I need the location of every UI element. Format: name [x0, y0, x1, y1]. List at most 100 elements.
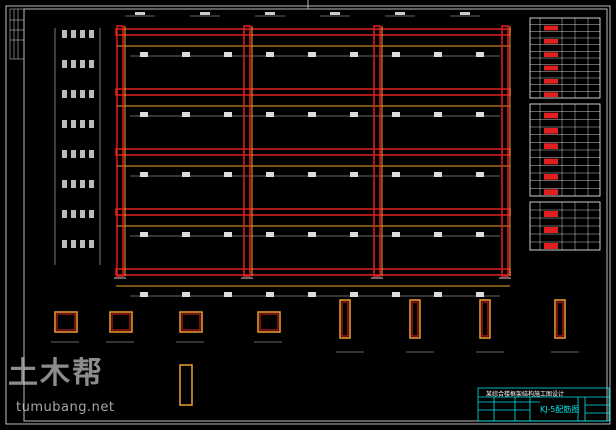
- rebar-label: [224, 112, 232, 117]
- rebar-label: [224, 172, 232, 177]
- rebar-shape: [544, 25, 558, 31]
- column-section-schedule: [54, 28, 101, 265]
- column-section-mark: [89, 120, 94, 128]
- rebar-label: [140, 112, 148, 117]
- rebar-label: [476, 232, 484, 237]
- column-section-mark: [89, 90, 94, 98]
- rebar-label: [350, 112, 358, 117]
- column-section-mark: [62, 90, 67, 98]
- rebar-label: [392, 112, 400, 117]
- rebar-label: [308, 292, 316, 297]
- dimension-text: [135, 12, 145, 15]
- column-section-mark: [71, 30, 76, 38]
- rebar-label: [224, 52, 232, 57]
- section-outline: [409, 299, 421, 339]
- rebar-label: [140, 232, 148, 237]
- title-block-project-title: 某综合楼框架结构施工图设计: [486, 391, 565, 398]
- rebar-shape: [544, 79, 558, 84]
- watermark: 土木帮 tumubang.net: [8, 348, 114, 415]
- column-section-mark: [89, 180, 94, 188]
- rebar-label: [434, 172, 442, 177]
- section-stirrup: [411, 301, 419, 337]
- column-section-mark: [62, 30, 67, 38]
- rebar-label: [140, 52, 148, 57]
- section-stirrup: [111, 313, 131, 331]
- rebar-label: [476, 172, 484, 177]
- column: [501, 25, 509, 277]
- rebar-shape: [544, 65, 558, 71]
- left-revision-strip: [9, 8, 25, 60]
- rebar-label: [308, 112, 316, 117]
- rebar-label: [476, 112, 484, 117]
- rebar-label: [182, 112, 190, 117]
- section-stirrup: [341, 301, 349, 337]
- rebar-label: [266, 52, 274, 57]
- column-section-mark: [71, 210, 76, 218]
- rebar-label: [434, 232, 442, 237]
- rebar-label: [350, 172, 358, 177]
- section-outline: [479, 299, 491, 339]
- column-section-mark: [80, 240, 85, 248]
- rebar-shape: [544, 174, 558, 180]
- watermark-url: tumubang.net: [16, 400, 115, 415]
- column-section-mark: [80, 90, 85, 98]
- rebar-label: [182, 232, 190, 237]
- column-section-mark: [80, 210, 85, 218]
- rebar-label: [182, 52, 190, 57]
- section-outline: [109, 311, 133, 333]
- beam: [115, 88, 511, 96]
- column-section-mark: [71, 240, 76, 248]
- column: [116, 25, 124, 277]
- section-outline: [179, 311, 203, 333]
- section-stirrup: [259, 313, 279, 331]
- frame-elevation-kj5: [114, 12, 511, 297]
- rebar-label: [392, 292, 400, 297]
- rebar-label: [224, 292, 232, 297]
- dimension-text: [460, 12, 470, 15]
- rebar-label: [476, 52, 484, 57]
- column-section-mark: [62, 210, 67, 218]
- rebar-label: [266, 292, 274, 297]
- section-outline: [257, 311, 281, 333]
- column-section-mark: [71, 180, 76, 188]
- rebar-label: [266, 172, 274, 177]
- rebar-shape: [544, 227, 558, 233]
- column-section-mark: [89, 30, 94, 38]
- column-section-mark: [62, 60, 67, 68]
- rebar-label: [182, 292, 190, 297]
- rebar-label: [434, 52, 442, 57]
- drawing-border: [5, 0, 611, 425]
- section-stirrup: [481, 301, 489, 337]
- column-section-mark: [71, 60, 76, 68]
- rebar-label: [266, 232, 274, 237]
- watermark-logo: 土木帮: [8, 356, 104, 391]
- dimension-text: [200, 12, 210, 15]
- rebar-shape: [544, 128, 558, 134]
- rebar-label: [140, 172, 148, 177]
- title-block: [477, 387, 610, 422]
- column-section-mark: [89, 210, 94, 218]
- column-section-mark: [62, 240, 67, 248]
- column-section-mark: [71, 150, 76, 158]
- section-outline: [54, 311, 78, 333]
- column-section-mark: [62, 150, 67, 158]
- rebar-shape: [544, 39, 558, 44]
- column-section-mark: [80, 60, 85, 68]
- section-outline: [554, 299, 566, 339]
- rebar-label: [434, 112, 442, 117]
- beam-column-section-details: [51, 299, 579, 406]
- rebar-shape: [544, 92, 558, 97]
- rebar-shape: [544, 243, 558, 249]
- rebar-label: [350, 292, 358, 297]
- rebar-label: [392, 232, 400, 237]
- column: [373, 25, 381, 277]
- column-section-mark: [89, 150, 94, 158]
- title-block-drawing-name: KJ-5配筋图: [540, 405, 580, 414]
- column-section-mark: [71, 120, 76, 128]
- column: [243, 25, 251, 277]
- column-section-mark: [62, 120, 67, 128]
- rebar-schedule-tables: [529, 17, 601, 251]
- dimension-text: [395, 12, 405, 15]
- column-section-mark: [62, 180, 67, 188]
